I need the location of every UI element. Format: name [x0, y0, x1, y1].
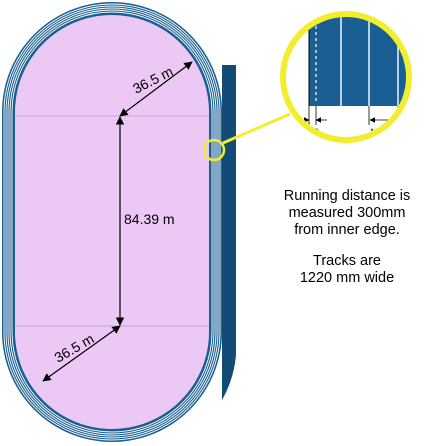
zoom-view: 300 1220	[280, 11, 412, 143]
measurement-note-line: Running distance is	[283, 188, 411, 204]
lane-width-note-line: Tracks are	[313, 253, 381, 269]
lane-lines	[3, 3, 221, 441]
lane-width-note-line: 1220 mm wide	[299, 270, 395, 286]
infield	[15, 15, 209, 429]
callout-small-circle	[202, 138, 226, 162]
lane-width-note: Tracks are 1220 mm wide	[262, 253, 431, 287]
track-side-edge	[222, 65, 236, 400]
zoom-ring	[280, 11, 412, 143]
measurement-note-line: from inner edge.	[294, 222, 400, 238]
straight-length-label: 84.39 m	[124, 211, 175, 227]
radius-arrow-bottom	[42, 325, 121, 382]
measurement-note: Running distance is measured 300mm from …	[262, 188, 431, 239]
radius-arrow-top	[119, 61, 193, 117]
callout-connector	[222, 112, 291, 145]
measurement-note-line: measured 300mm	[288, 205, 406, 221]
